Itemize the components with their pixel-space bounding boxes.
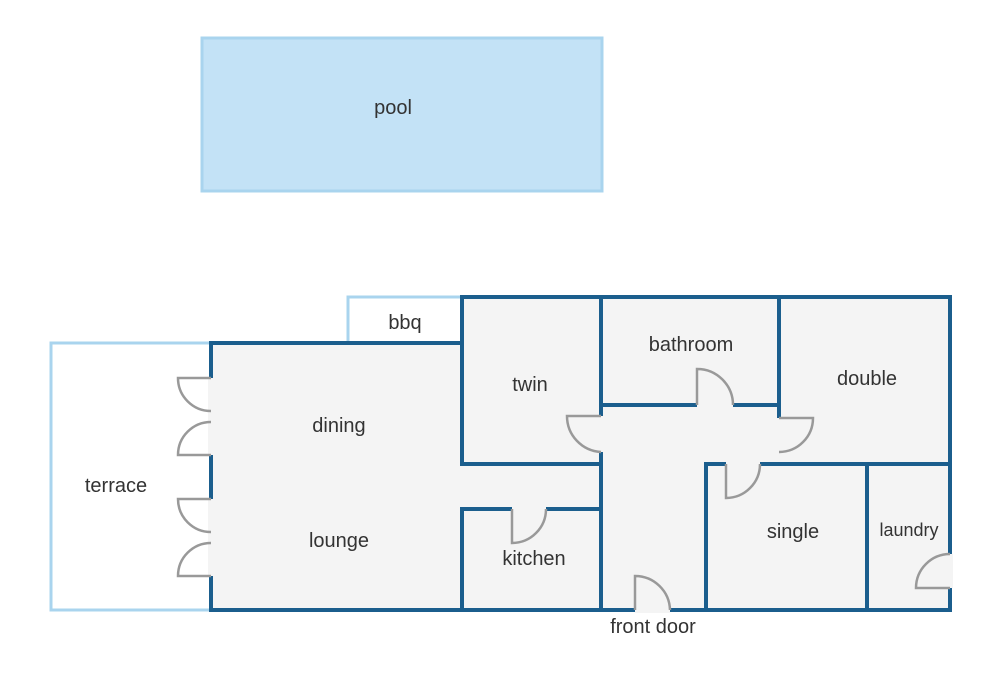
terrace-door-3[interactable] xyxy=(176,497,212,534)
label-terrace: terrace xyxy=(85,475,147,497)
label-front-door: front door xyxy=(610,616,696,638)
single-door[interactable] xyxy=(724,463,762,500)
pool-shape xyxy=(200,36,604,193)
house-floor xyxy=(211,297,950,610)
label-lounge: lounge xyxy=(309,530,369,552)
front-door-swing[interactable] xyxy=(633,574,672,611)
double-door[interactable] xyxy=(778,416,815,454)
label-bbq: bbq xyxy=(388,312,421,334)
room-labels: pool bbq terrace dining lounge twin kitc… xyxy=(85,97,939,638)
laundry-door[interactable] xyxy=(914,552,951,590)
label-laundry: laundry xyxy=(879,520,938,540)
label-pool: pool xyxy=(374,97,412,119)
label-double: double xyxy=(837,368,897,390)
label-single: single xyxy=(767,521,819,543)
label-bathroom: bathroom xyxy=(649,334,734,356)
wall-twin-bottom xyxy=(460,341,603,466)
bathroom-door[interactable] xyxy=(695,367,735,406)
terrace-door-4[interactable] xyxy=(176,541,212,578)
kitchen-door[interactable] xyxy=(510,508,548,545)
door-openings xyxy=(208,378,953,613)
twin-door[interactable] xyxy=(565,414,602,454)
wall-kitchen xyxy=(460,507,603,612)
terrace-door-2[interactable] xyxy=(176,420,212,457)
pool-area xyxy=(200,36,604,193)
label-dining: dining xyxy=(312,415,365,437)
label-kitchen: kitchen xyxy=(502,548,565,570)
doors xyxy=(176,367,951,611)
terrace-area xyxy=(49,341,213,612)
label-twin: twin xyxy=(512,374,548,396)
terrace-door-1[interactable] xyxy=(176,376,212,413)
